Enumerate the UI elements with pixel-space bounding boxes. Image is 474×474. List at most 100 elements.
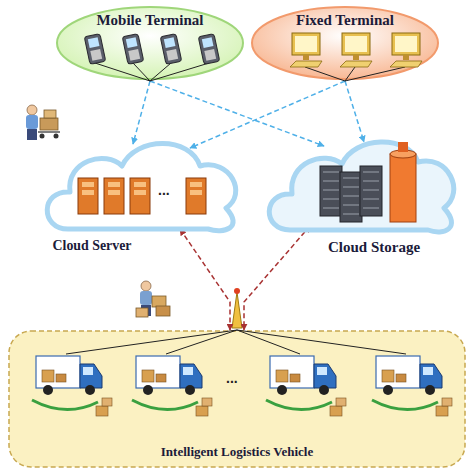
cloud-outline [269,142,454,232]
antenna-wire [237,330,300,354]
fan-wire [133,63,150,81]
rack-slot [343,205,359,206]
truck-parcel [396,374,406,382]
phone-body [122,34,143,65]
antenna-tip [234,288,240,294]
truck-window [423,367,433,375]
truck-cargo [36,356,80,388]
cloud-outline [47,144,236,231]
node-illustration [290,33,422,81]
rack-slot [363,199,379,200]
node-title: Mobile Terminal [96,12,203,29]
rack-slot [363,190,379,191]
server-panel [190,190,202,195]
phone-keypad [166,49,178,61]
server-tower [78,178,98,214]
ellipsis-label: ... [226,370,238,386]
phone-screen [88,37,100,48]
rack-slot [343,187,359,188]
person-head [141,281,151,291]
fan-wire [150,63,209,81]
parcel-box [156,306,170,316]
truck-icon [32,356,112,416]
ground-parcel [196,406,208,416]
text-holder: Cloud Server [52,236,132,254]
data-link [133,81,150,144]
person-icon [26,105,38,140]
cycle-arrow [132,400,198,410]
truck-window [317,367,327,375]
server-tower [186,178,206,214]
cycle-arrow [32,400,98,410]
data-link [190,81,345,148]
server-panel [108,190,120,195]
fan-wire [345,67,405,81]
cart-wheel [40,134,45,139]
truck-cargo [270,356,314,388]
truck-parcel [142,370,154,382]
cart-frame [38,131,60,133]
monitor-screen [395,36,417,52]
ground-parcel [336,398,346,406]
server-panel [108,182,120,187]
parcel-box [152,296,166,307]
node-title: Cloud Server [53,238,132,254]
antenna-mast [232,292,242,328]
server-panel [190,182,202,187]
truck-cab [420,364,442,388]
phone-keypad [90,49,102,61]
terminal-ellipse: Fixed Terminal [250,5,440,81]
antenna-wire [66,330,237,354]
ground-parcel [102,398,112,406]
monitor-stand [403,55,409,60]
cycle-arrow [266,400,332,410]
keyboard [290,61,322,67]
monitor-frame [342,33,370,55]
truck-window [183,367,193,375]
text-holder: Intelligent Logistics Vehicle [8,442,466,460]
vehicle-band: Intelligent Logistics Vehicle [8,330,466,468]
truck-cargo [376,356,420,388]
phone-body [160,34,181,65]
cart-box [44,110,56,118]
cycle-arrow [372,400,438,410]
truck-wheel [319,385,329,395]
truck-parcel [382,370,394,382]
rack-slot [323,181,339,182]
storage-rack [320,166,342,216]
cart-box [40,118,58,130]
ellipse-outline [252,7,438,79]
ground-parcel [442,398,452,406]
text-holder: Mobile Terminal [55,11,245,29]
truck-wheel [85,385,95,395]
server-tower [130,178,150,214]
truck-icon [266,356,346,416]
monitor-stand [303,55,309,60]
node-illustration [84,34,219,81]
phone-keypad [204,49,216,61]
phone-screen [202,37,214,48]
truck-wheel [185,385,195,395]
monitor-screen [295,36,317,52]
phone-keypad [128,49,140,61]
phone-body [84,34,105,65]
truck-parcel [42,370,54,382]
cloud-node: Cloud Storage [262,132,462,282]
truck-icon [372,356,452,416]
monitor-stand [353,55,359,60]
text-holder: Fixed Terminal [250,11,440,29]
server-panel [134,190,146,195]
ellipsis-label: ... [158,182,170,198]
phone-screen [126,37,138,48]
keyboard [390,61,422,67]
truck-window [83,367,93,375]
rack-slot [363,181,379,182]
wireless-link [180,229,230,330]
node-title: Cloud Storage [328,239,420,256]
truck-wheel [43,385,53,395]
truck-cab [80,364,102,388]
data-link [150,81,324,146]
truck-cab [180,364,202,388]
